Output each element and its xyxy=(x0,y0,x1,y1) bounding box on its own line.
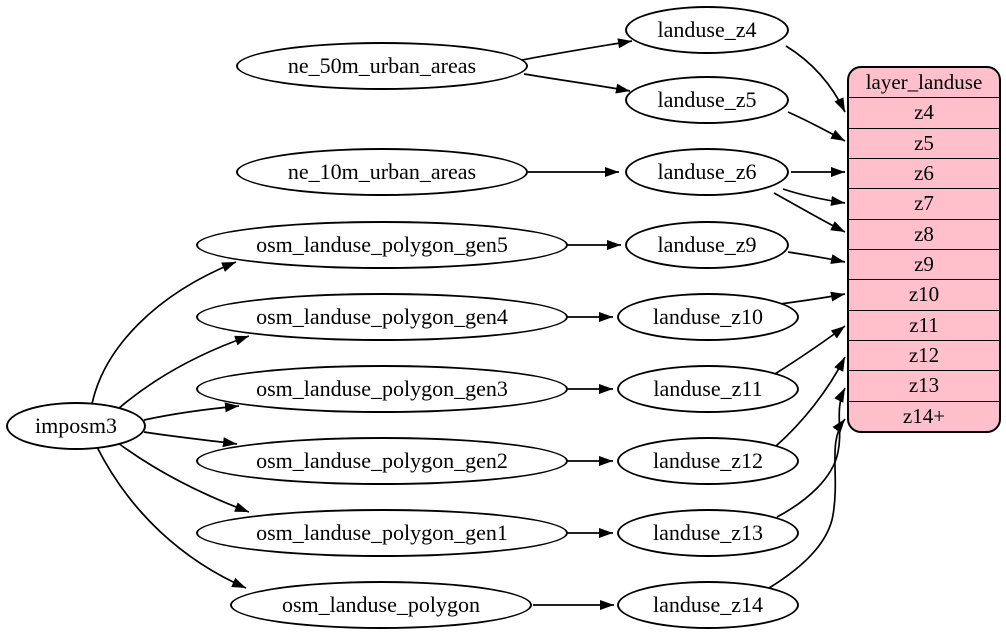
node-landuse-z14-label: landuse_z14 xyxy=(653,592,763,617)
node-ne-50m-urban-areas-label: ne_50m_urban_areas xyxy=(287,53,477,78)
table-row-z9: z9 xyxy=(849,248,999,279)
table-row-z6: z6 xyxy=(849,157,999,188)
edge-imposm3-to-osm_landuse_polygon_gen2 xyxy=(143,431,238,448)
node-osm-landuse-polygon-gen4-label: osm_landuse_polygon_gen4 xyxy=(256,304,508,329)
edge-landuse_z6-to-row-z7 xyxy=(782,188,846,206)
node-osm-landuse-polygon-gen1-label: osm_landuse_polygon_gen1 xyxy=(256,520,508,545)
node-osm-landuse-polygon-gen4: osm_landuse_polygon_gen4 xyxy=(196,293,568,341)
node-osm-landuse-polygon-gen5-label: osm_landuse_polygon_gen5 xyxy=(256,232,508,257)
edge-landuse_z11-to-row-z11 xyxy=(774,325,846,375)
node-layer-landuse-table: layer_landuse z4 z5 z6 z7 z8 z9 z10 z11 … xyxy=(847,66,1001,433)
edge-landuse_z5-to-row-z5 xyxy=(787,111,846,142)
table-row-z14plus: z14+ xyxy=(849,400,999,431)
node-imposm3: imposm3 xyxy=(6,402,146,450)
node-osm-landuse-polygon-gen3: osm_landuse_polygon_gen3 xyxy=(196,365,568,413)
edge-landuse_z13-to-row-z13 xyxy=(776,387,846,518)
node-landuse-z14: landuse_z14 xyxy=(617,581,799,629)
edge-landuse_z6-to-row-z8 xyxy=(773,192,846,233)
node-ne-10m-urban-areas: ne_10m_urban_areas xyxy=(236,148,528,196)
node-landuse-z10-label: landuse_z10 xyxy=(653,304,763,329)
node-landuse-z5: landuse_z5 xyxy=(625,76,789,124)
node-landuse-z4-label: landuse_z4 xyxy=(657,17,757,42)
node-osm-landuse-polygon-label: osm_landuse_polygon xyxy=(282,592,480,617)
node-imposm3-label: imposm3 xyxy=(35,413,117,438)
edge-imposm3-to-osm_landuse_polygon_gen1 xyxy=(117,442,250,513)
node-landuse-z13-label: landuse_z13 xyxy=(653,520,763,545)
edge-landuse_z12-to-row-z12 xyxy=(775,356,846,447)
node-osm-landuse-polygon-gen3-label: osm_landuse_polygon_gen3 xyxy=(256,376,508,401)
node-landuse-z9-label: landuse_z9 xyxy=(657,232,757,257)
node-ne-50m-urban-areas: ne_50m_urban_areas xyxy=(236,42,528,90)
node-landuse-z4: landuse_z4 xyxy=(625,6,789,54)
edge-imposm3-to-osm_landuse_polygon_gen5 xyxy=(91,261,237,405)
node-landuse-z12: landuse_z12 xyxy=(617,437,799,485)
edge-imposm3-to-osm_landuse_polygon_gen4 xyxy=(117,335,250,410)
edge-landuse_z4-to-row-z4 xyxy=(785,45,846,113)
table-row-z8: z8 xyxy=(849,218,999,249)
table-row-z7: z7 xyxy=(849,188,999,218)
edge-imposm3-to-osm_landuse_polygon_gen3 xyxy=(143,402,240,421)
node-osm-landuse-polygon: osm_landuse_polygon xyxy=(230,581,532,629)
node-landuse-z10: landuse_z10 xyxy=(617,293,799,341)
node-landuse-z12-label: landuse_z12 xyxy=(653,448,763,473)
edge-imposm3-to-osm_landuse_polygon xyxy=(96,446,247,589)
edge-ne_50m_urban_areas-to-landuse_z4 xyxy=(521,38,633,61)
table-row-z10: z10 xyxy=(849,279,999,309)
table-row-z5: z5 xyxy=(849,127,999,158)
node-osm-landuse-polygon-gen2: osm_landuse_polygon_gen2 xyxy=(196,437,568,485)
node-osm-landuse-polygon-gen2-label: osm_landuse_polygon_gen2 xyxy=(256,448,508,473)
node-ne-10m-urban-areas-label: ne_10m_urban_areas xyxy=(287,159,477,184)
node-landuse-z9: landuse_z9 xyxy=(625,221,789,269)
node-landuse-z6: landuse_z6 xyxy=(625,148,789,196)
edge-landuse_z9-to-row-z9 xyxy=(787,251,846,265)
node-landuse-z11: landuse_z11 xyxy=(617,365,799,413)
node-landuse-z11-label: landuse_z11 xyxy=(653,376,763,401)
edge-ne_50m_urban_areas-to-landuse_z5 xyxy=(523,73,631,94)
node-landuse-z6-label: landuse_z6 xyxy=(657,159,757,184)
table-row-z4: z4 xyxy=(849,97,999,127)
layer-landuse-title: layer_landuse xyxy=(865,70,983,95)
edge-landuse_z14-to-row-z14plus xyxy=(768,418,846,589)
table-row-z13: z13 xyxy=(849,370,999,400)
node-landuse-z13: landuse_z13 xyxy=(617,509,799,557)
edge-landuse_z10-to-row-z10 xyxy=(779,291,846,305)
node-landuse-z5-label: landuse_z5 xyxy=(657,87,757,112)
table-row-z12: z12 xyxy=(849,339,999,370)
node-osm-landuse-polygon-gen1: osm_landuse_polygon_gen1 xyxy=(196,509,568,557)
table-row-z11: z11 xyxy=(849,309,999,340)
node-osm-landuse-polygon-gen5: osm_landuse_polygon_gen5 xyxy=(196,221,568,269)
